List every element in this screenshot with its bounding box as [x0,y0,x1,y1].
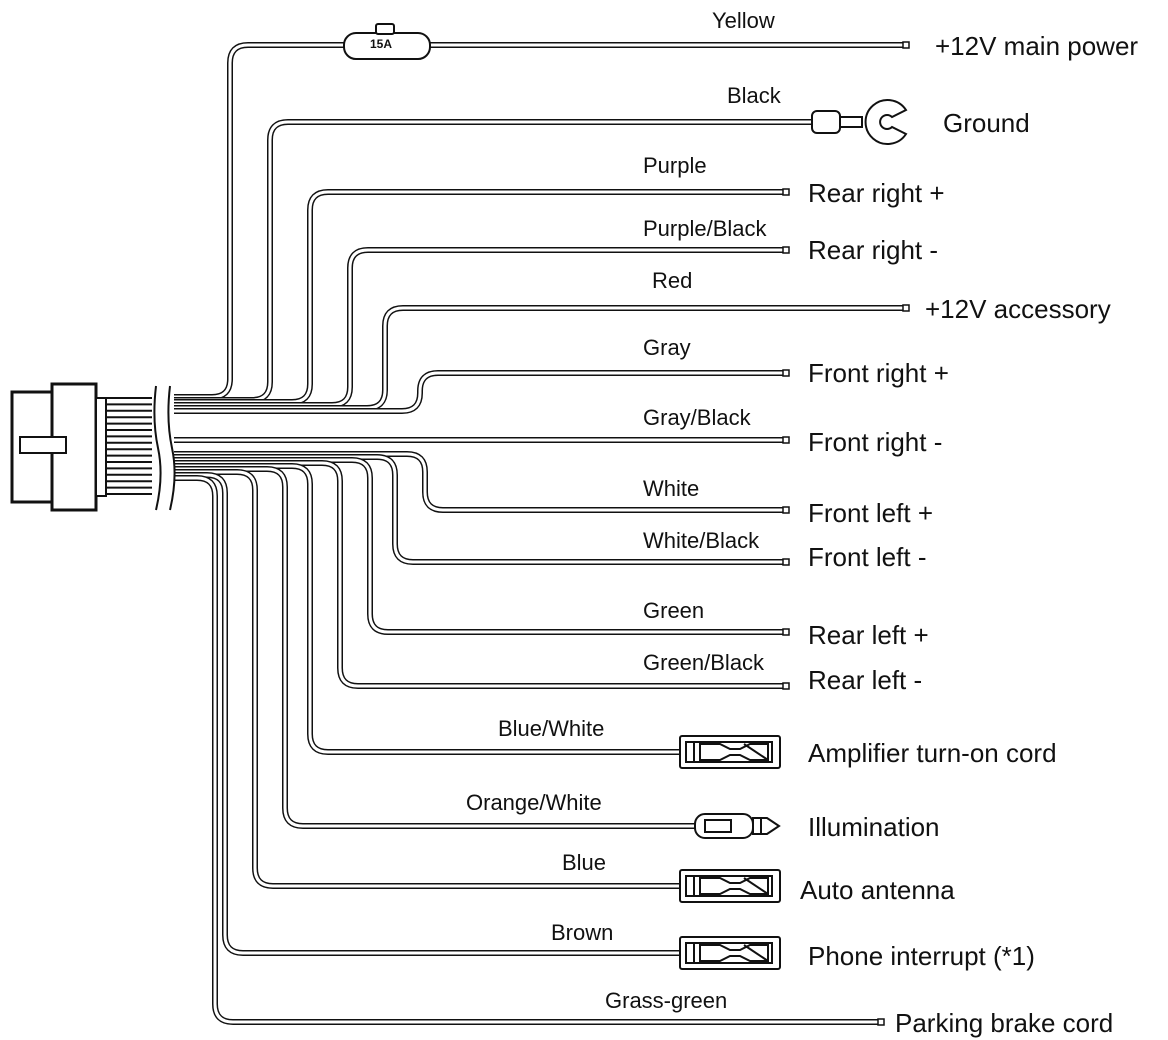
wire-color-label-blue: Blue [562,850,607,875]
wire-end-white-black [782,558,790,566]
wire-color-label-green-black: Green/Black [643,650,765,675]
wire-function-label-orange-white: Illumination [808,812,940,842]
wire-color-label-purple-black: Purple/Black [643,216,767,241]
bundle-break-mark [152,385,176,511]
wire-end-green [782,628,790,636]
female-connector-blue-white [679,735,781,769]
wire-gray [165,371,785,413]
wire-blue-white [165,464,680,754]
wire-function-label-purple-black: Rear right - [808,235,939,265]
inline-fuse-holder [343,23,431,60]
wire-function-label-white-black: Front left - [808,542,927,572]
wire-end-gray-black [782,436,790,444]
wire-function-label-purple: Rear right + [808,178,945,208]
wire-function-label-grass-green: Parking brake cord [895,1008,1114,1038]
wire-color-label-blue-white: Blue/White [498,716,605,741]
wire-end-yellow [902,41,910,49]
wire-purple [165,190,785,404]
wire-color-label-yellow: Yellow [712,8,775,33]
wire-end-red [902,304,910,312]
wire-color-label-white-black: White/Black [643,528,760,553]
wire-function-label-red: +12V accessory [925,294,1111,324]
wire-white [165,452,785,512]
wire-function-label-brown: Phone interrupt (*1) [808,941,1035,971]
wire-color-label-gray: Gray [643,335,691,360]
wire-function-label-gray: Front right + [808,358,949,388]
wire-brown [165,473,680,955]
wire-grass-green [165,476,880,1024]
wire-orange-white-outline [165,466,695,829]
wire-color-label-red: Red [652,268,693,293]
fuse-label: 15A [370,37,393,51]
wire-purple-black [165,248,785,407]
wire-color-label-gray-black: Gray/Black [643,405,751,430]
wire-end-white [782,506,790,514]
wire-red [165,306,905,410]
male-connector-orange-white [694,813,781,839]
wire-brown-outline [165,472,680,956]
wire-function-label-gray-black: Front right - [808,427,943,457]
wire-yellow-outline [165,42,905,400]
wire-color-label-purple: Purple [643,153,707,178]
wire-end-grass-green [877,1018,885,1026]
wire-color-label-green: Green [643,598,705,623]
wire-function-label-yellow: +12V main power [935,31,1139,61]
wire-color-label-black: Black [727,83,781,108]
wire-function-label-white: Front left + [808,498,933,528]
female-connector-blue [679,869,781,903]
wire-function-label-black: Ground [943,108,1030,138]
wire-end-purple-black [782,246,790,254]
harness-connector [10,382,107,512]
wire-function-label-blue-white: Amplifier turn-on cord [808,738,1057,768]
ring-terminal-black [811,99,908,145]
wire-black [165,120,812,402]
wire-color-label-orange-white: Orange/White [466,790,602,815]
wire-function-label-blue: Auto antenna [800,875,955,905]
wire-end-green-black [782,682,790,690]
wire-color-label-white: White [643,476,700,501]
wire-white-black [165,455,785,564]
wire-blue [165,470,680,888]
wire-function-label-green: Rear left + [808,620,929,650]
wire-color-label-grass-green: Grass-green [605,988,728,1013]
female-connector-brown [679,936,781,970]
wire-black-outline [165,119,812,403]
wire-function-label-green-black: Rear left - [808,665,923,695]
wire-orange-white [165,467,695,828]
wire-end-gray [782,369,790,377]
wire-green-black [165,461,785,688]
wire-color-label-brown: Brown [551,920,614,945]
wire-red-outline [165,305,905,411]
wire-end-purple [782,188,790,196]
wire-green [165,458,785,634]
wire-yellow [165,43,905,399]
